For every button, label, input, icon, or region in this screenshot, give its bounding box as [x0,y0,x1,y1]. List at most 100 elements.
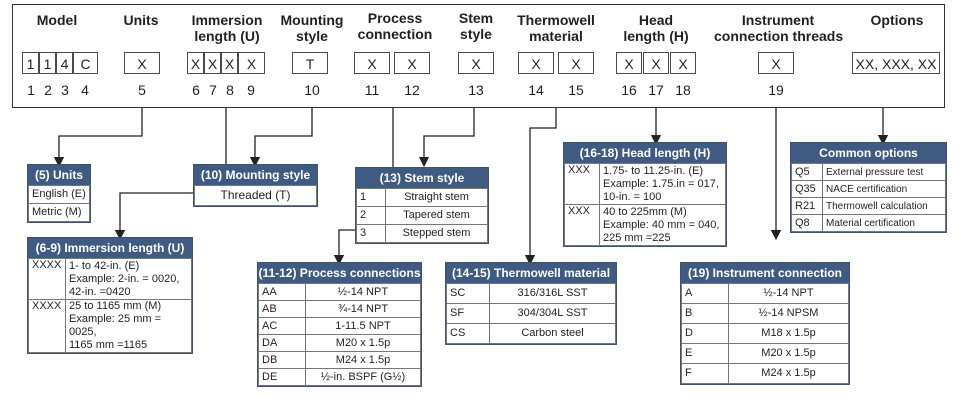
instrument-table-title: (19) Instrument connection [681,263,849,283]
head-desc-metric: 40 to 225mm (M) Example: 40 mm = 040, 22… [599,204,726,246]
position-12: 12 [404,82,420,98]
stem-header-line2: style [460,26,492,42]
position-5: 5 [138,82,146,98]
immersion-header-line1: Immersion [191,12,263,28]
position-6: 6 [192,82,200,98]
immersion-desc-metric: 25 to 1165 mm (M) Example: 25 mm = 0025,… [65,299,192,353]
units-table: (5) Units English (E) Metric (M) [27,164,91,223]
model-code-3: 4 [56,52,73,74]
units-code: X [124,52,160,74]
position-8: 8 [226,82,234,98]
units-option-metric: Metric (M) [28,203,90,222]
common-option-desc: Thermowell calculation [822,197,946,215]
common-option-code: Q8 [791,214,823,232]
process-connection-code: DB [258,351,306,369]
process-header-line2: connection [357,26,433,42]
position-9: 9 [247,82,255,98]
instrument-connection-desc: M24 x 1.5p [728,363,849,384]
common-option-code: Q5 [791,163,823,181]
thermowell-material-code: CS [446,323,490,344]
thermowell-connector [524,108,557,266]
process-code-2: X [394,52,430,74]
model-code-1: 1 [22,52,39,74]
units-option-english: English (E) [28,185,90,204]
instrument-header-line1: Instrument [741,12,815,28]
process-connection-code: AA [258,283,306,301]
process-connection-code: DE [258,368,306,386]
immersion-desc-english: 1- to 42-in. (E) Example: 2-in. = 0020, … [65,258,192,300]
immersion-code-metric: XXXX [28,299,66,353]
mounting-table-title: (10) Mounting style [194,165,317,185]
options-header: Options [870,12,924,28]
position-17: 17 [648,82,664,98]
thermowell-table-title: (14-15) Thermowell material [446,263,616,283]
process-connection-code: AC [258,317,306,335]
head-desc-english-line2: Example: 1.75.in = 017, [603,177,719,190]
position-10: 10 [304,82,320,98]
immersion-code-1: X [187,52,204,74]
immersion-desc-metric-line2: Example: 25 mm = 0025, [69,313,162,338]
position-19: 19 [768,82,784,98]
head-table-title: (16-18) Head length (H) [564,143,726,163]
position-15: 15 [568,82,584,98]
common-option-code: Q35 [791,180,823,198]
position-11: 11 [364,82,380,98]
options-code: XX, XXX, XX [852,52,940,74]
stem-table-title: (13) Stem style [356,168,488,188]
process-connection-desc: M24 x 1.5p [305,351,421,369]
mounting-header-line1: Mounting [280,12,344,28]
stem-connector [418,108,475,168]
model-code-2: 1 [39,52,56,74]
position-16: 16 [621,82,637,98]
immersion-desc-english-line2: Example: 2-in. = 0020, [69,272,180,285]
immersion-desc-metric-line3: 1165 mm =1165 [69,339,148,351]
head-desc-metric-line2: Example: 40 mm = 040, [603,218,720,231]
units-header: Units [123,12,159,28]
head-table: (16-18) Head length (H) XXX 1.75- to 11.… [563,142,727,247]
position-7: 7 [209,82,217,98]
instrument-connection-code: F [681,363,729,384]
position-2: 2 [44,82,52,98]
immersion-header-line2: length (U) [194,28,260,44]
head-header-line1: Head [638,12,674,28]
head-code-2: X [643,52,669,74]
head-desc-english: 1.75- to 11.25-in. (E) Example: 1.75.in … [599,163,726,205]
thermowell-material-code: SC [446,283,490,304]
instrument-connection-code: E [681,343,729,364]
options-table-title: Common options [791,143,946,163]
immersion-connector [114,108,227,241]
head-desc-english-line1: 1.75- to 11.25-in. (E) [603,164,704,177]
mounting-table: (10) Mounting style Threaded (T) [193,164,318,207]
thermowell-code-2: X [558,52,594,74]
head-code-metric: XXX [564,204,600,246]
instrument-connection-code: B [681,303,729,324]
stem-style-code: 2 [356,206,386,225]
head-desc-metric-line1: 40 to 225mm (M) [603,205,687,218]
instrument-connection-desc: ½-14 NPT [728,283,849,304]
code-frame [12,4,945,108]
stem-code: X [458,52,494,74]
stem-style-code: 3 [356,224,386,243]
process-connection-desc: ¾-14 NPT [305,300,421,318]
immersion-table-title: (6-9) Immersion length (U) [28,238,192,258]
process-table-title: (11-12) Process connections [258,263,421,283]
immersion-desc-english-line1: 1- to 42-in. (E) [69,259,140,272]
position-3: 3 [61,82,69,98]
common-option-desc: NACE certification [822,180,946,198]
position-18: 18 [675,82,691,98]
